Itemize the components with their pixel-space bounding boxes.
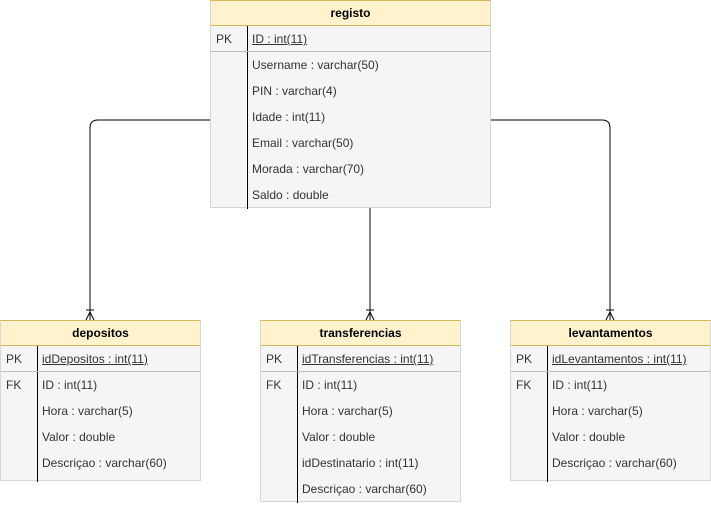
field-row[interactable]: Hora : varchar(5) [261,398,460,424]
field-text: Hora : varchar(5) [552,404,643,418]
edge-registo-levantamentos [490,119,611,320]
pk-field: ID : int(11) [252,32,308,46]
entity-depositos[interactable]: depositos PK idDepositos : int(11) FK ID… [0,320,201,482]
crowfoot-transferencias [365,309,375,321]
pk-label: PK [516,352,533,366]
field-row[interactable]: Valor : double [511,424,710,450]
field-text: ID : int(11) [302,378,358,392]
pk-field: idDepositos : int(11) [42,352,148,366]
pk-label: PK [266,352,283,366]
field-text: Saldo : double [252,188,329,202]
fk-label: FK [516,378,532,392]
field-text: Descriçao : varchar(60) [42,456,167,470]
entity-title: registo [211,1,490,26]
field-text: ID : int(11) [552,378,608,392]
pk-label: PK [6,352,23,366]
field-text: Hora : varchar(5) [42,404,133,418]
field-text: PIN : varchar(4) [252,84,337,98]
field-text: Descriçao : varchar(60) [552,456,677,470]
entity-levantamentos[interactable]: levantamentos PK idLevantamentos : int(1… [510,320,711,482]
field-text: Descriçao : varchar(60) [302,482,427,496]
fk-label: FK [6,378,22,392]
field-text: Username : varchar(50) [252,58,379,72]
field-text: Valor : double [302,430,376,444]
crowfoot-levantamentos [605,309,615,321]
field-text: Hora : varchar(5) [302,404,393,418]
field-row[interactable]: Descriçao : varchar(60) [261,476,460,502]
field-row[interactable]: Saldo : double [211,182,490,208]
pk-row[interactable]: PK idLevantamentos : int(11) [511,346,710,372]
field-row[interactable]: Morada : varchar(70) [211,156,490,182]
field-text: Valor : double [42,430,116,444]
pk-row[interactable]: PK idDepositos : int(11) [1,346,200,372]
entity-registo[interactable]: registo PK ID : int(11) Username : varch… [210,0,491,209]
crowfoot-depositos [85,309,95,321]
fk-row[interactable]: FK ID : int(11) [511,372,710,398]
pk-label: PK [216,32,233,46]
key-divider [547,346,548,482]
key-divider [247,26,248,209]
field-row[interactable]: Email : varchar(50) [211,130,490,156]
entity-title: transferencias [261,321,460,346]
field-row[interactable]: Valor : double [1,424,200,450]
pk-field: idLevantamentos : int(11) [552,352,687,366]
field-row[interactable]: Hora : varchar(5) [511,398,710,424]
key-divider [297,346,298,503]
pk-row[interactable]: PK idTransferencias : int(11) [261,346,460,372]
field-text: idDestinatario : int(11) [302,456,419,470]
field-text: Morada : varchar(70) [252,162,365,176]
field-text: Email : varchar(50) [252,136,354,150]
entity-title: depositos [1,321,200,346]
field-text: ID : int(11) [42,378,98,392]
key-divider [37,346,38,482]
edge-registo-depositos [89,119,210,320]
fk-row[interactable]: FK ID : int(11) [1,372,200,398]
fk-row[interactable]: FK ID : int(11) [261,372,460,398]
field-text: Valor : double [552,430,626,444]
field-row[interactable]: Descriçao : varchar(60) [1,450,200,476]
field-row[interactable]: Hora : varchar(5) [1,398,200,424]
fk-label: FK [266,378,282,392]
pk-row[interactable]: PK ID : int(11) [211,26,490,52]
field-text: Idade : int(11) [252,110,326,124]
pk-field: idTransferencias : int(11) [302,352,434,366]
field-row[interactable]: Username : varchar(50) [211,52,490,78]
field-row[interactable]: Idade : int(11) [211,104,490,130]
field-row[interactable]: Descriçao : varchar(60) [511,450,710,476]
field-row[interactable]: PIN : varchar(4) [211,78,490,104]
field-row[interactable]: Valor : double [261,424,460,450]
entity-transferencias[interactable]: transferencias PK idTransferencias : int… [260,320,461,503]
entity-title: levantamentos [511,321,710,346]
field-row[interactable]: idDestinatario : int(11) [261,450,460,476]
